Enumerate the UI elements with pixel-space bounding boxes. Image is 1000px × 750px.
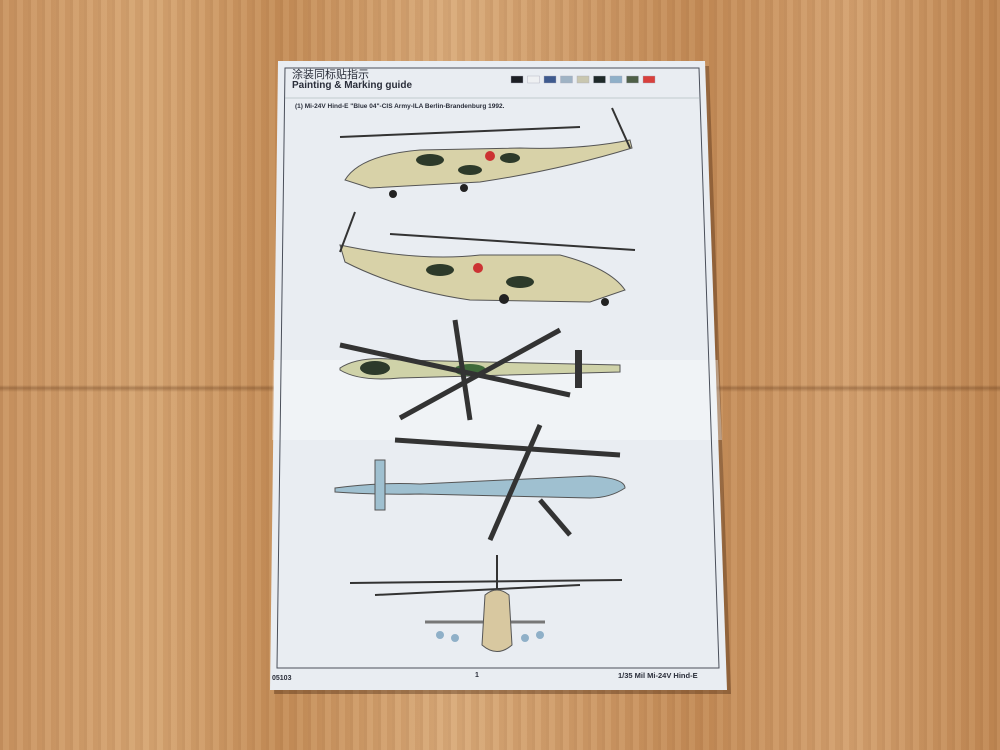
helicopter-side-left <box>339 107 633 198</box>
guide-frame <box>276 67 720 669</box>
color-swatches <box>510 75 656 84</box>
color-swatch <box>510 75 524 84</box>
color-swatch <box>576 75 590 84</box>
helicopter-front-view <box>349 555 623 652</box>
color-swatch <box>560 75 573 84</box>
page-number: 1 <box>475 672 479 679</box>
color-swatch <box>626 75 639 84</box>
title-chinese: 涂装同标贴指示 <box>292 69 369 81</box>
color-swatch <box>593 75 606 84</box>
helicopter-top-view <box>339 319 621 421</box>
model-name: 1/35 Mil Mi-24V Hind-E <box>618 671 698 680</box>
title-english: Painting & Marking guide <box>292 80 413 91</box>
helicopter-side-right <box>339 211 636 306</box>
helicopter-bottom-view <box>334 424 626 541</box>
color-swatch <box>642 75 656 84</box>
scheme-caption: (1) Mi-24V Hind-E "Blue 04"-CIS Army-ILA… <box>295 103 505 110</box>
paper-fold-shade <box>272 360 722 440</box>
color-swatch <box>609 75 623 84</box>
color-swatch <box>543 75 557 84</box>
kit-code: 05103 <box>272 675 292 682</box>
color-swatch <box>527 75 540 84</box>
